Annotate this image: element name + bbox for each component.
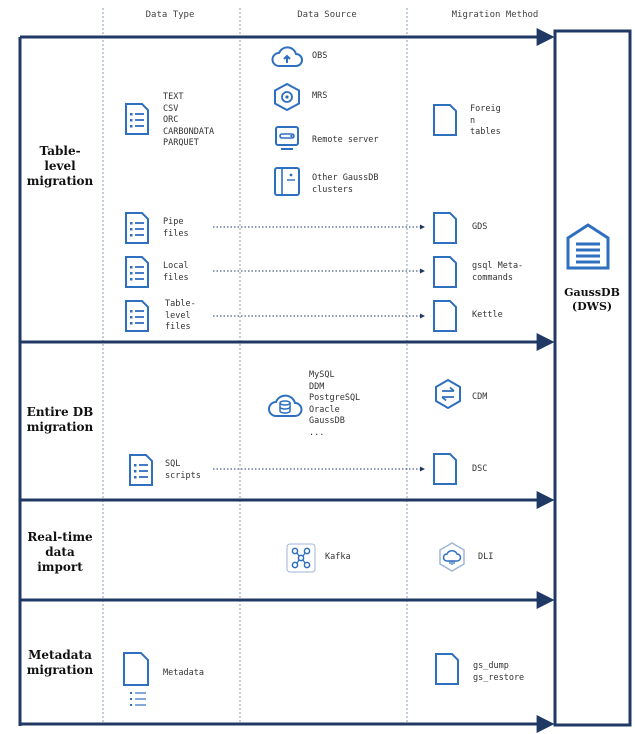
database-cloud-icon	[268, 394, 303, 417]
type-local-files: Local files	[163, 261, 189, 283]
type-sql-scripts: SQL scripts	[165, 459, 201, 481]
method-foreign-tables: Foreig n tables	[470, 104, 501, 137]
header-migration-method: Migration Method	[451, 10, 539, 20]
hexagon-icon	[274, 82, 300, 112]
warehouse-icon	[566, 223, 610, 270]
format-list: TEXT CSV ORC CARBONDATA PARQUET	[163, 92, 215, 148]
document-icon	[433, 104, 457, 136]
method-dli: DLI	[478, 552, 494, 562]
method-gsql-meta-commands: gsql Meta- commands	[472, 261, 524, 283]
server-icon	[275, 126, 299, 150]
cloud-upload-icon	[271, 46, 303, 67]
method-cdm: CDM	[472, 392, 488, 402]
kafka-icon	[286, 543, 316, 573]
dli-icon	[439, 542, 465, 572]
source-obs: OBS	[312, 51, 328, 61]
tower-icon	[274, 167, 300, 196]
arrows-exchange-icon	[435, 378, 461, 410]
document-icon	[435, 653, 459, 685]
document-list-icon	[125, 103, 149, 135]
document-icon	[433, 300, 457, 332]
header-data-type: Data Type	[145, 10, 195, 20]
document-list-icon	[125, 300, 149, 332]
document-list-icon	[129, 454, 153, 486]
source-other-gaussdb: Other GaussDB clusters	[312, 173, 379, 195]
document-list-icon	[125, 256, 149, 288]
source-remote-server: Remote server	[312, 135, 379, 145]
row-label-table-level: Table- level migration	[26, 144, 94, 188]
document-icon	[433, 453, 457, 485]
type-pipe-files: Pipe files	[163, 217, 189, 239]
document-list-icon	[125, 212, 149, 244]
document-icon	[433, 256, 457, 288]
row-label-entire-db: Entire DB migration	[26, 405, 94, 434]
target-gaussdb-dws: GaussDB (DWS)	[564, 286, 620, 313]
row-label-metadata: Metadata migration	[26, 648, 94, 677]
type-table-level-files: Table- level files	[165, 299, 196, 332]
header-data-source: Data Source	[297, 10, 357, 20]
source-databases: MySQL DDM PostgreSQL Oracle GaussDB ...	[309, 370, 361, 438]
method-gs-dump-restore: gs_dump gs_restore	[473, 661, 525, 683]
list-icon	[130, 692, 146, 706]
source-mrs: MRS	[312, 91, 328, 101]
method-gds: GDS	[472, 222, 488, 232]
source-kafka: Kafka	[325, 552, 351, 562]
method-kettle: Kettle	[472, 310, 503, 320]
document-icon	[123, 652, 149, 686]
method-dsc: DSC	[472, 464, 488, 474]
document-icon	[433, 212, 457, 244]
row-label-realtime: Real-time data import	[27, 530, 93, 574]
type-metadata: Metadata	[163, 668, 204, 678]
